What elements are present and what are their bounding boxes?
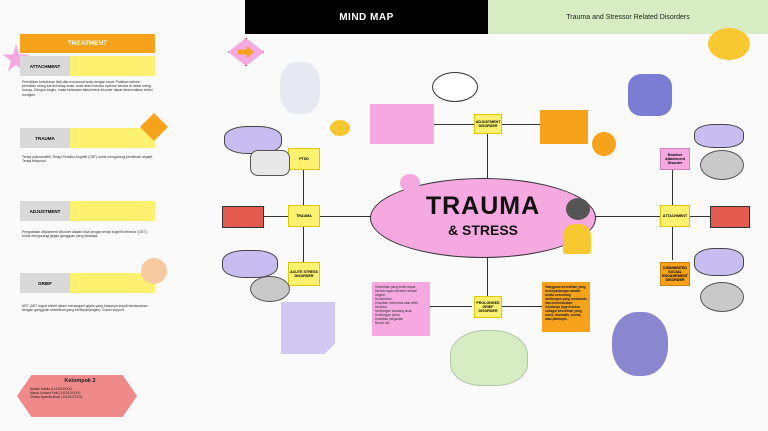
page-subtitle: Trauma and Stressor Related Disorders <box>488 0 768 34</box>
node-prolonged-grief: PROLONGED GRIEF DISORDER <box>474 296 502 318</box>
node-attachment: ATTACHMENT <box>660 205 690 227</box>
speech-bubble <box>700 150 744 180</box>
section-attachment-header: ATTACHMENT <box>20 56 155 76</box>
sun-face-icon <box>592 132 616 156</box>
volcano-mind-illustration-icon <box>628 74 672 116</box>
node-adjustment: ADJUSTMENT DISORDER <box>474 114 502 134</box>
node-disinhibited: DISINHIBITED SOCIAL ENGAGEMENT DISORDER <box>660 262 690 286</box>
distressed-person-illustration-icon <box>612 312 668 376</box>
connector <box>432 124 474 125</box>
node-ptsd: PTSD <box>288 148 320 170</box>
connector <box>500 124 540 125</box>
section-grief-text: ART (ART dapat efektif dalam menangani g… <box>22 304 148 313</box>
sad-person-icon <box>563 224 591 254</box>
connector <box>594 216 660 217</box>
note-box <box>710 206 750 228</box>
section-trauma-text: Terapi psikoanalitik, Terapi Perilaku Ko… <box>22 155 153 164</box>
connector <box>500 306 542 307</box>
grief-note-blob <box>450 330 528 386</box>
node-reactive-attachment: Reactive Attachment Disorder <box>660 148 690 170</box>
speech-bubble <box>224 126 282 154</box>
connector <box>262 216 288 217</box>
mind-map-title: MIND MAP <box>245 0 488 34</box>
hands-illustration-icon <box>280 62 320 114</box>
scribble-cloud-icon <box>566 198 590 220</box>
connector <box>487 130 488 188</box>
section-attachment-text: Perhatikan kebutuhan fisik dan emosional… <box>22 80 153 97</box>
section-adjustment-text: Pengobatan adjustment disorder adalah bi… <box>22 230 147 239</box>
group-members: Nadiah Nabila (1412019XXX) Marsa Lusiana… <box>30 387 83 400</box>
note-box <box>222 206 264 228</box>
grief-symptoms-box: Kesedihan yang sedih dapat berhubungan s… <box>372 282 430 336</box>
central-subtitle: & STRESS <box>447 222 518 238</box>
treatment-label: TREATMENT <box>20 34 155 53</box>
head-sticker-icon <box>708 28 750 60</box>
connector <box>306 216 372 217</box>
section-adjustment-header: ADJUSTMENT <box>20 201 155 221</box>
speech-bubble <box>250 150 290 176</box>
speech-bubble <box>694 248 744 276</box>
crying-person-illustration-icon <box>281 302 335 354</box>
dots-sticker-icon <box>141 258 167 284</box>
thought-bubble <box>432 72 478 102</box>
node-trauma: TRAUMA <box>288 205 320 227</box>
central-title: TRAUMA <box>425 192 541 220</box>
adjustment-description-box <box>370 104 434 144</box>
group-title: Kelompok 2 <box>64 378 96 384</box>
section-trauma-header: TRAUMA <box>20 128 155 148</box>
hand-sticker-icon <box>330 120 350 136</box>
group-badge <box>17 375 137 417</box>
speech-bubble <box>250 276 290 302</box>
section-grief-header: GRIEF <box>20 273 155 293</box>
connector <box>430 306 472 307</box>
connector <box>688 216 710 217</box>
speech-bubble <box>700 282 744 312</box>
face-sticker-icon <box>400 174 420 192</box>
connector <box>487 246 488 296</box>
node-acute-stress: ACUTE STRESS DISORDER <box>288 262 320 286</box>
speech-bubble <box>694 124 744 148</box>
grief-definition-box: Gangguan kesedihan yang berkepanjangan a… <box>542 282 590 332</box>
adjustment-symptoms-box <box>540 110 588 144</box>
speech-bubble <box>222 250 278 278</box>
